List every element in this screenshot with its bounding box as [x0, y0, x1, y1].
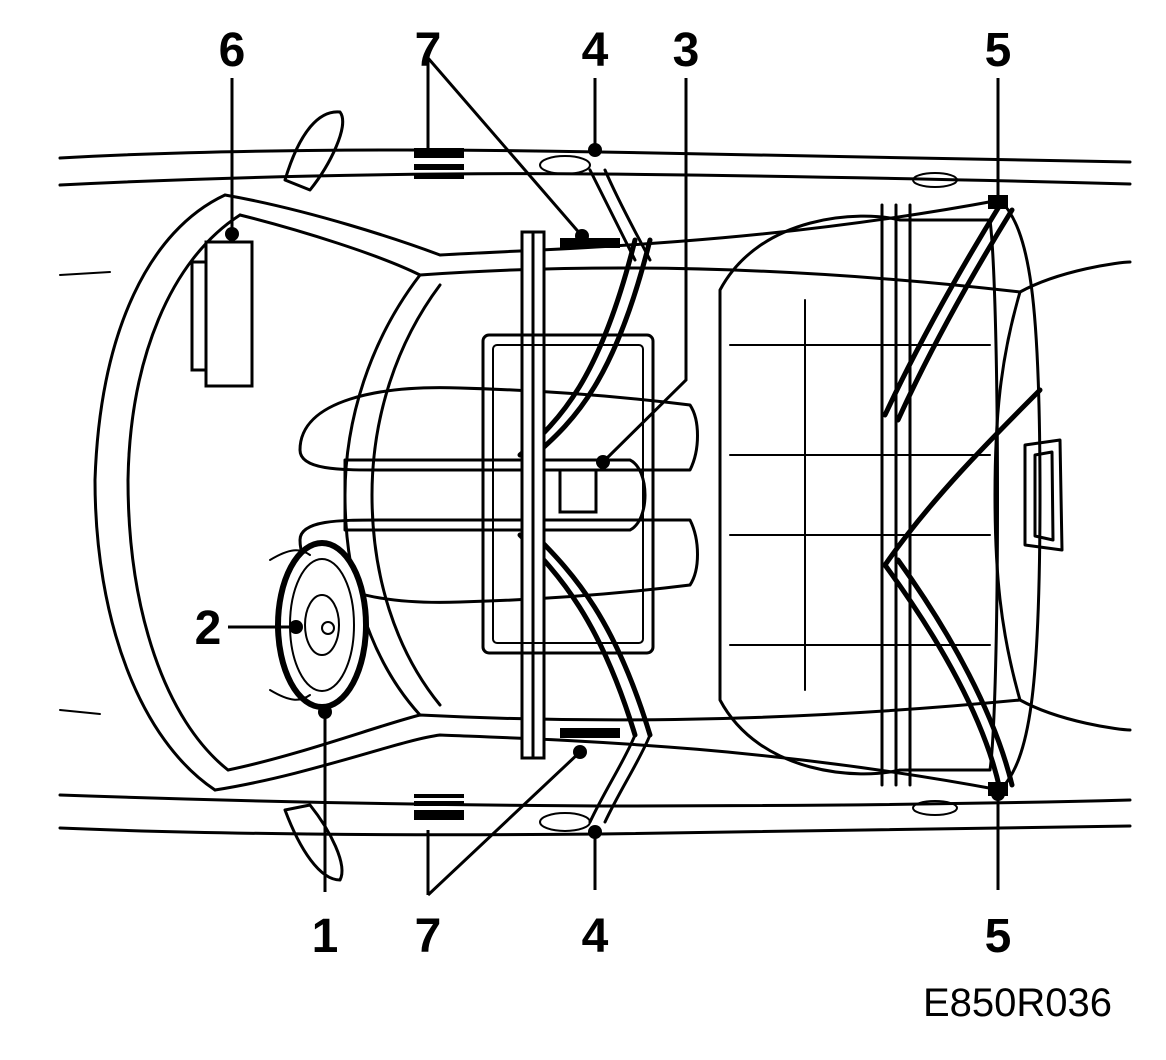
car-body-outline [58, 110, 1132, 882]
callout-2: 2 [195, 602, 222, 655]
callout-3: 3 [673, 24, 700, 77]
callout-7-top: 7 [415, 24, 442, 77]
callout-5-bottom: 5 [985, 910, 1012, 963]
callout-4-bottom: 4 [582, 910, 609, 963]
callout-4-top: 4 [582, 24, 609, 77]
callout-leaders [225, 57, 1005, 897]
structural-bars [520, 203, 912, 787]
callout-6: 6 [219, 24, 246, 77]
callout-7-bottom: 7 [415, 910, 442, 963]
callout-5-top: 5 [985, 24, 1012, 77]
interior-seats [298, 214, 1064, 776]
figure-code: E850R036 [923, 981, 1112, 1025]
callout-1: 1 [312, 910, 339, 963]
